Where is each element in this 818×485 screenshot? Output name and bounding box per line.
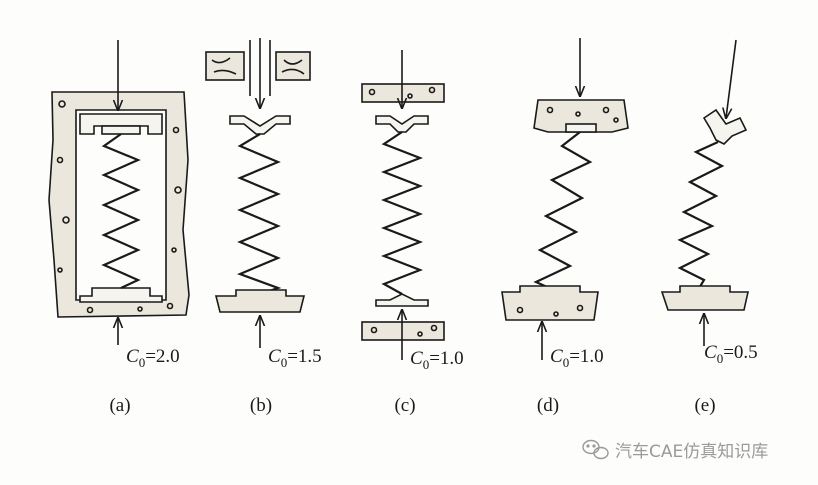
panel-a-spring [101,133,141,289]
panel-c-top-texture [368,86,436,99]
panel-c-figure [361,50,445,360]
panel-d-label: (d) [537,395,559,416]
panel-b-coefficient: C0=1.5 [268,346,322,370]
panel-c-coefficient: C0=1.0 [410,348,464,372]
panel-b-label: (b) [250,395,272,416]
watermark-text: 汽车CAE仿真知识库 [615,442,768,462]
panel-e-base [660,285,749,311]
panel-d-base-texture [516,304,584,317]
panel-a-housing [48,91,190,318]
panel-a-top-seat [101,125,141,135]
panel-b-spring [237,133,282,296]
panel-a-coefficient: C0=2.0 [126,346,180,370]
panel-a-figure [48,40,190,345]
panel-e-top-cap [702,108,748,145]
panel-a-label: (a) [109,395,130,416]
panel-d-top-texture [546,106,619,123]
panel-c-bottom-guide [361,321,445,341]
panel-e-figure [660,39,749,346]
panel-e-spring [677,140,725,291]
panel-b-guide-left [205,51,245,81]
wechat-icon [582,439,609,460]
panel-c-bottom-texture [370,324,438,337]
panel-d-figure [501,38,629,360]
panel-d-base [501,285,599,321]
panel-b-base [214,289,306,313]
panel-d-spring [533,131,593,294]
panel-d-coefficient: C0=1.0 [550,346,604,370]
panel-b-top-cap [229,115,291,135]
panel-b-figure [205,38,311,348]
panel-e-label: (e) [694,395,715,416]
panel-e-coefficient: C0=0.5 [704,342,758,366]
panel-c-top-cap [375,115,429,133]
panel-a-top-cap [79,113,163,135]
panel-c-spring [380,131,424,295]
panel-b-guide-texture [211,57,305,75]
panel-e-load-arrow [726,39,737,118]
panel-a-texture [56,100,182,314]
panel-d-top-seat [565,123,597,133]
panel-a-bottom-cap [79,287,163,303]
panel-b-guide-right [275,51,311,81]
panel-c-bottom-cap [375,293,429,307]
panel-c-label: (c) [394,395,415,416]
